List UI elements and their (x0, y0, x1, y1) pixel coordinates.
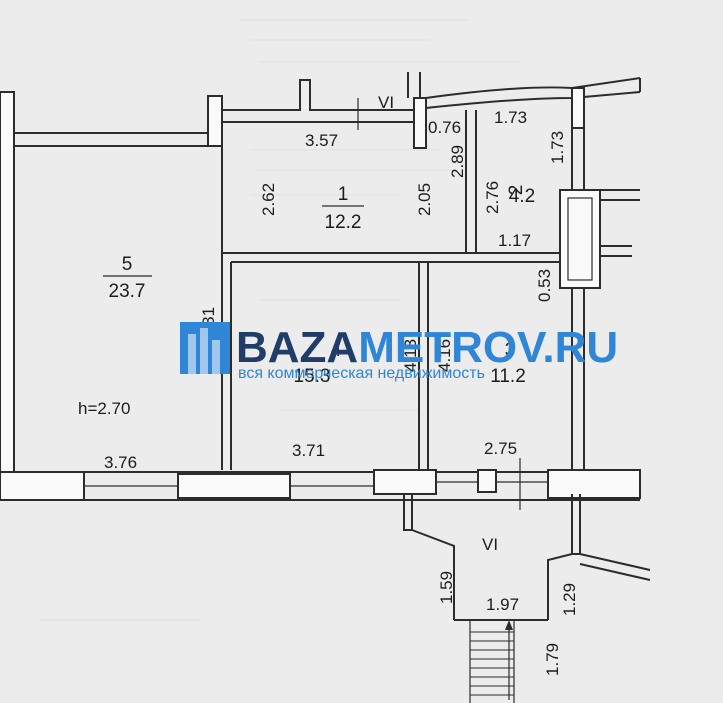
dim-3-76: 3.76 (104, 453, 137, 472)
dim-2-62: 2.62 (259, 183, 278, 216)
watermark: BAZAMETROV.RU вся коммерческая недвижимо… (180, 322, 618, 382)
room-area: 23.7 (109, 281, 146, 302)
column-top-left (207, 95, 223, 147)
room-number: 4 (331, 340, 342, 361)
left-wall (0, 91, 15, 485)
dim-1-97: 1.97 (486, 595, 519, 614)
dim-2-05: 2.05 (415, 183, 434, 216)
watermark-logo-icon (180, 322, 230, 374)
dim-1-29: 1.29 (560, 583, 579, 616)
curved-top-wall (425, 77, 641, 99)
watermark-tagline: вся коммерческая недвижимость (238, 365, 485, 382)
roof-stub (407, 72, 641, 98)
stair-arrow-icon (505, 620, 513, 630)
porch-right-wall (547, 494, 581, 620)
room-2-label: 2 (506, 185, 527, 196)
room-1-label: 1 12.2 (322, 184, 364, 233)
walls (0, 72, 641, 485)
room-3-label: 3 11.2 (490, 340, 526, 387)
shaft-stub-bottom (600, 245, 632, 257)
pier-4 (477, 469, 497, 493)
porch-right-wing (579, 553, 651, 581)
section-mark-bottom: VI (482, 535, 498, 554)
background-print-noise (40, 19, 520, 621)
room-area: 11.2 (490, 366, 526, 387)
dim-0-53: 0.53 (535, 269, 554, 302)
dim-2-75: 2.75 (484, 439, 517, 458)
section-mark-top: VI (378, 93, 394, 112)
bottom-facade (0, 458, 641, 510)
room-area: 15.3 (294, 366, 331, 387)
dim-4-13: 4.13 (401, 339, 420, 372)
shaft-stub-top (600, 189, 640, 201)
curved-top-wall-inner (425, 91, 641, 109)
column-top-mid (413, 97, 427, 149)
watermark-brand: BAZAMETROV.RU (236, 323, 618, 372)
dim-0-76: 0.76 (428, 118, 461, 137)
pier-1 (0, 471, 85, 501)
watermark-brand-left: BAZA (236, 323, 358, 372)
porch-left-wall (403, 494, 455, 620)
dim-1-59: 1.59 (437, 571, 456, 604)
entrance-porch (403, 494, 651, 703)
room-5-label: 5 23.7 (103, 254, 152, 302)
stair-treads (470, 631, 514, 696)
room-number: 3 (505, 340, 516, 361)
dim-1-73-top: 1.73 (494, 108, 527, 127)
room-number: 5 (122, 254, 133, 275)
room-4-label: 4 15.3 (294, 340, 342, 387)
watermark-brand-right: METROV.RU (358, 323, 618, 372)
room-number: 1 (338, 184, 349, 205)
dim-1-73-side: 1.73 (548, 131, 567, 164)
room-number: 2 (506, 185, 527, 196)
ceiling-height: h=2.70 (78, 399, 130, 418)
dim-2-76: 2.76 (483, 181, 502, 214)
dim-3-71: 3.71 (292, 441, 325, 460)
dim-2-89: 2.89 (448, 145, 467, 178)
top-wall-upper (222, 79, 414, 111)
dim-1-79: 1.79 (543, 643, 562, 676)
pier-2 (177, 473, 291, 499)
column-top-right (571, 87, 585, 129)
ventilation-shaft-inner (567, 197, 593, 281)
pier-5 (547, 469, 641, 499)
partitions (221, 98, 560, 470)
room-2-area: 4.2 (509, 186, 535, 207)
dim-1-17: 1.17 (498, 231, 531, 250)
dim-3-57: 3.57 (305, 131, 338, 150)
pier-3 (373, 469, 437, 495)
room-area: 12.2 (325, 212, 362, 233)
dim-4-16: 4.16 (435, 339, 454, 372)
ventilation-shaft (559, 189, 601, 289)
